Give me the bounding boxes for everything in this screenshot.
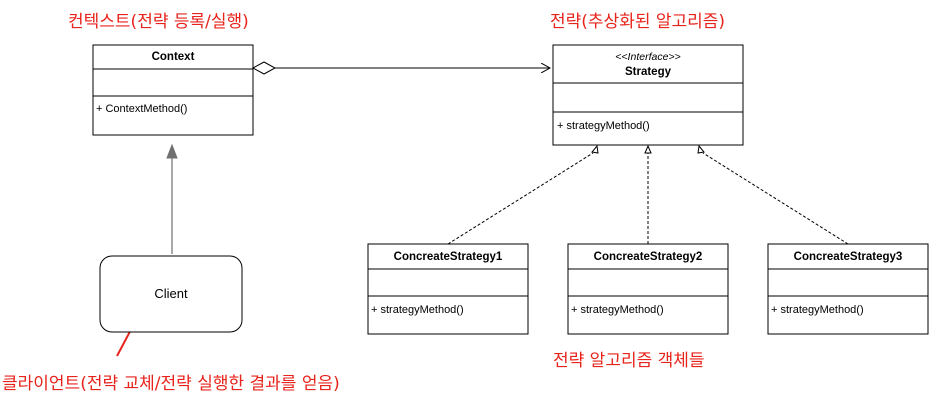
concrete-strategy-1-name: ConcreateStrategy1 — [394, 251, 503, 263]
client-context-arrow-icon — [166, 143, 178, 159]
context-annotation: 컨텍스트(전략 등록/실행) — [68, 12, 249, 32]
concrete-annotation: 전략 알고리즘 객체들 — [553, 351, 705, 371]
concrete-strategy-1-box — [367, 243, 529, 335]
concrete-strategy-2[interactable]: ConcreateStrategy2 + strategyMethod() — [567, 243, 729, 335]
context-class-box — [92, 44, 254, 136]
strategy-method: + strategyMethod() — [557, 120, 650, 132]
realization-triangle-icon-3 — [697, 144, 705, 154]
realization-connectors — [447, 144, 849, 245]
concrete-strategy-3-box — [767, 243, 929, 335]
aggregation-connector — [251, 61, 550, 75]
concrete-strategy-3-method: + strategyMethod() — [771, 304, 864, 316]
realization-triangle-icon-2 — [644, 144, 652, 154]
realization-triangle-icon-1 — [591, 144, 599, 154]
strategy-stereotype: <<Interface>> — [615, 51, 680, 63]
concrete-strategy-2-name: ConcreateStrategy2 — [594, 251, 703, 263]
client-annotation: 클라이언트(전략 교체/전략 실행한 결과를 얻음) — [2, 374, 340, 394]
context-method: + ContextMethod() — [96, 103, 187, 115]
concrete-strategy-2-box — [567, 243, 729, 335]
concrete-strategy-3-name: ConcreateStrategy3 — [794, 251, 903, 263]
concrete-strategy-3[interactable]: ConcreateStrategy3 + strategyMethod() — [767, 243, 929, 335]
concrete-strategy-2-method: + strategyMethod() — [571, 304, 664, 316]
strategy-class-name: Strategy — [625, 66, 672, 78]
strategy-interface[interactable]: <<Interface>> Strategy + strategyMethod(… — [552, 44, 744, 146]
client-node-label: Client — [154, 286, 188, 301]
concrete-strategy-1-method: + strategyMethod() — [371, 304, 464, 316]
strategy-annotation: 전략(추상화된 알고리즘) — [550, 12, 725, 32]
context-class[interactable]: Context + ContextMethod() — [92, 44, 254, 136]
client-context-connector — [166, 143, 178, 254]
client-node-box — [99, 255, 243, 333]
concrete-strategy-1[interactable]: ConcreateStrategy1 + strategyMethod() — [367, 243, 529, 335]
aggregation-diamond-icon — [251, 61, 277, 75]
realization-line-1 — [447, 152, 594, 245]
realization-line-3 — [702, 152, 849, 245]
context-class-name: Context — [152, 51, 195, 63]
client-node[interactable]: Client — [99, 255, 243, 333]
